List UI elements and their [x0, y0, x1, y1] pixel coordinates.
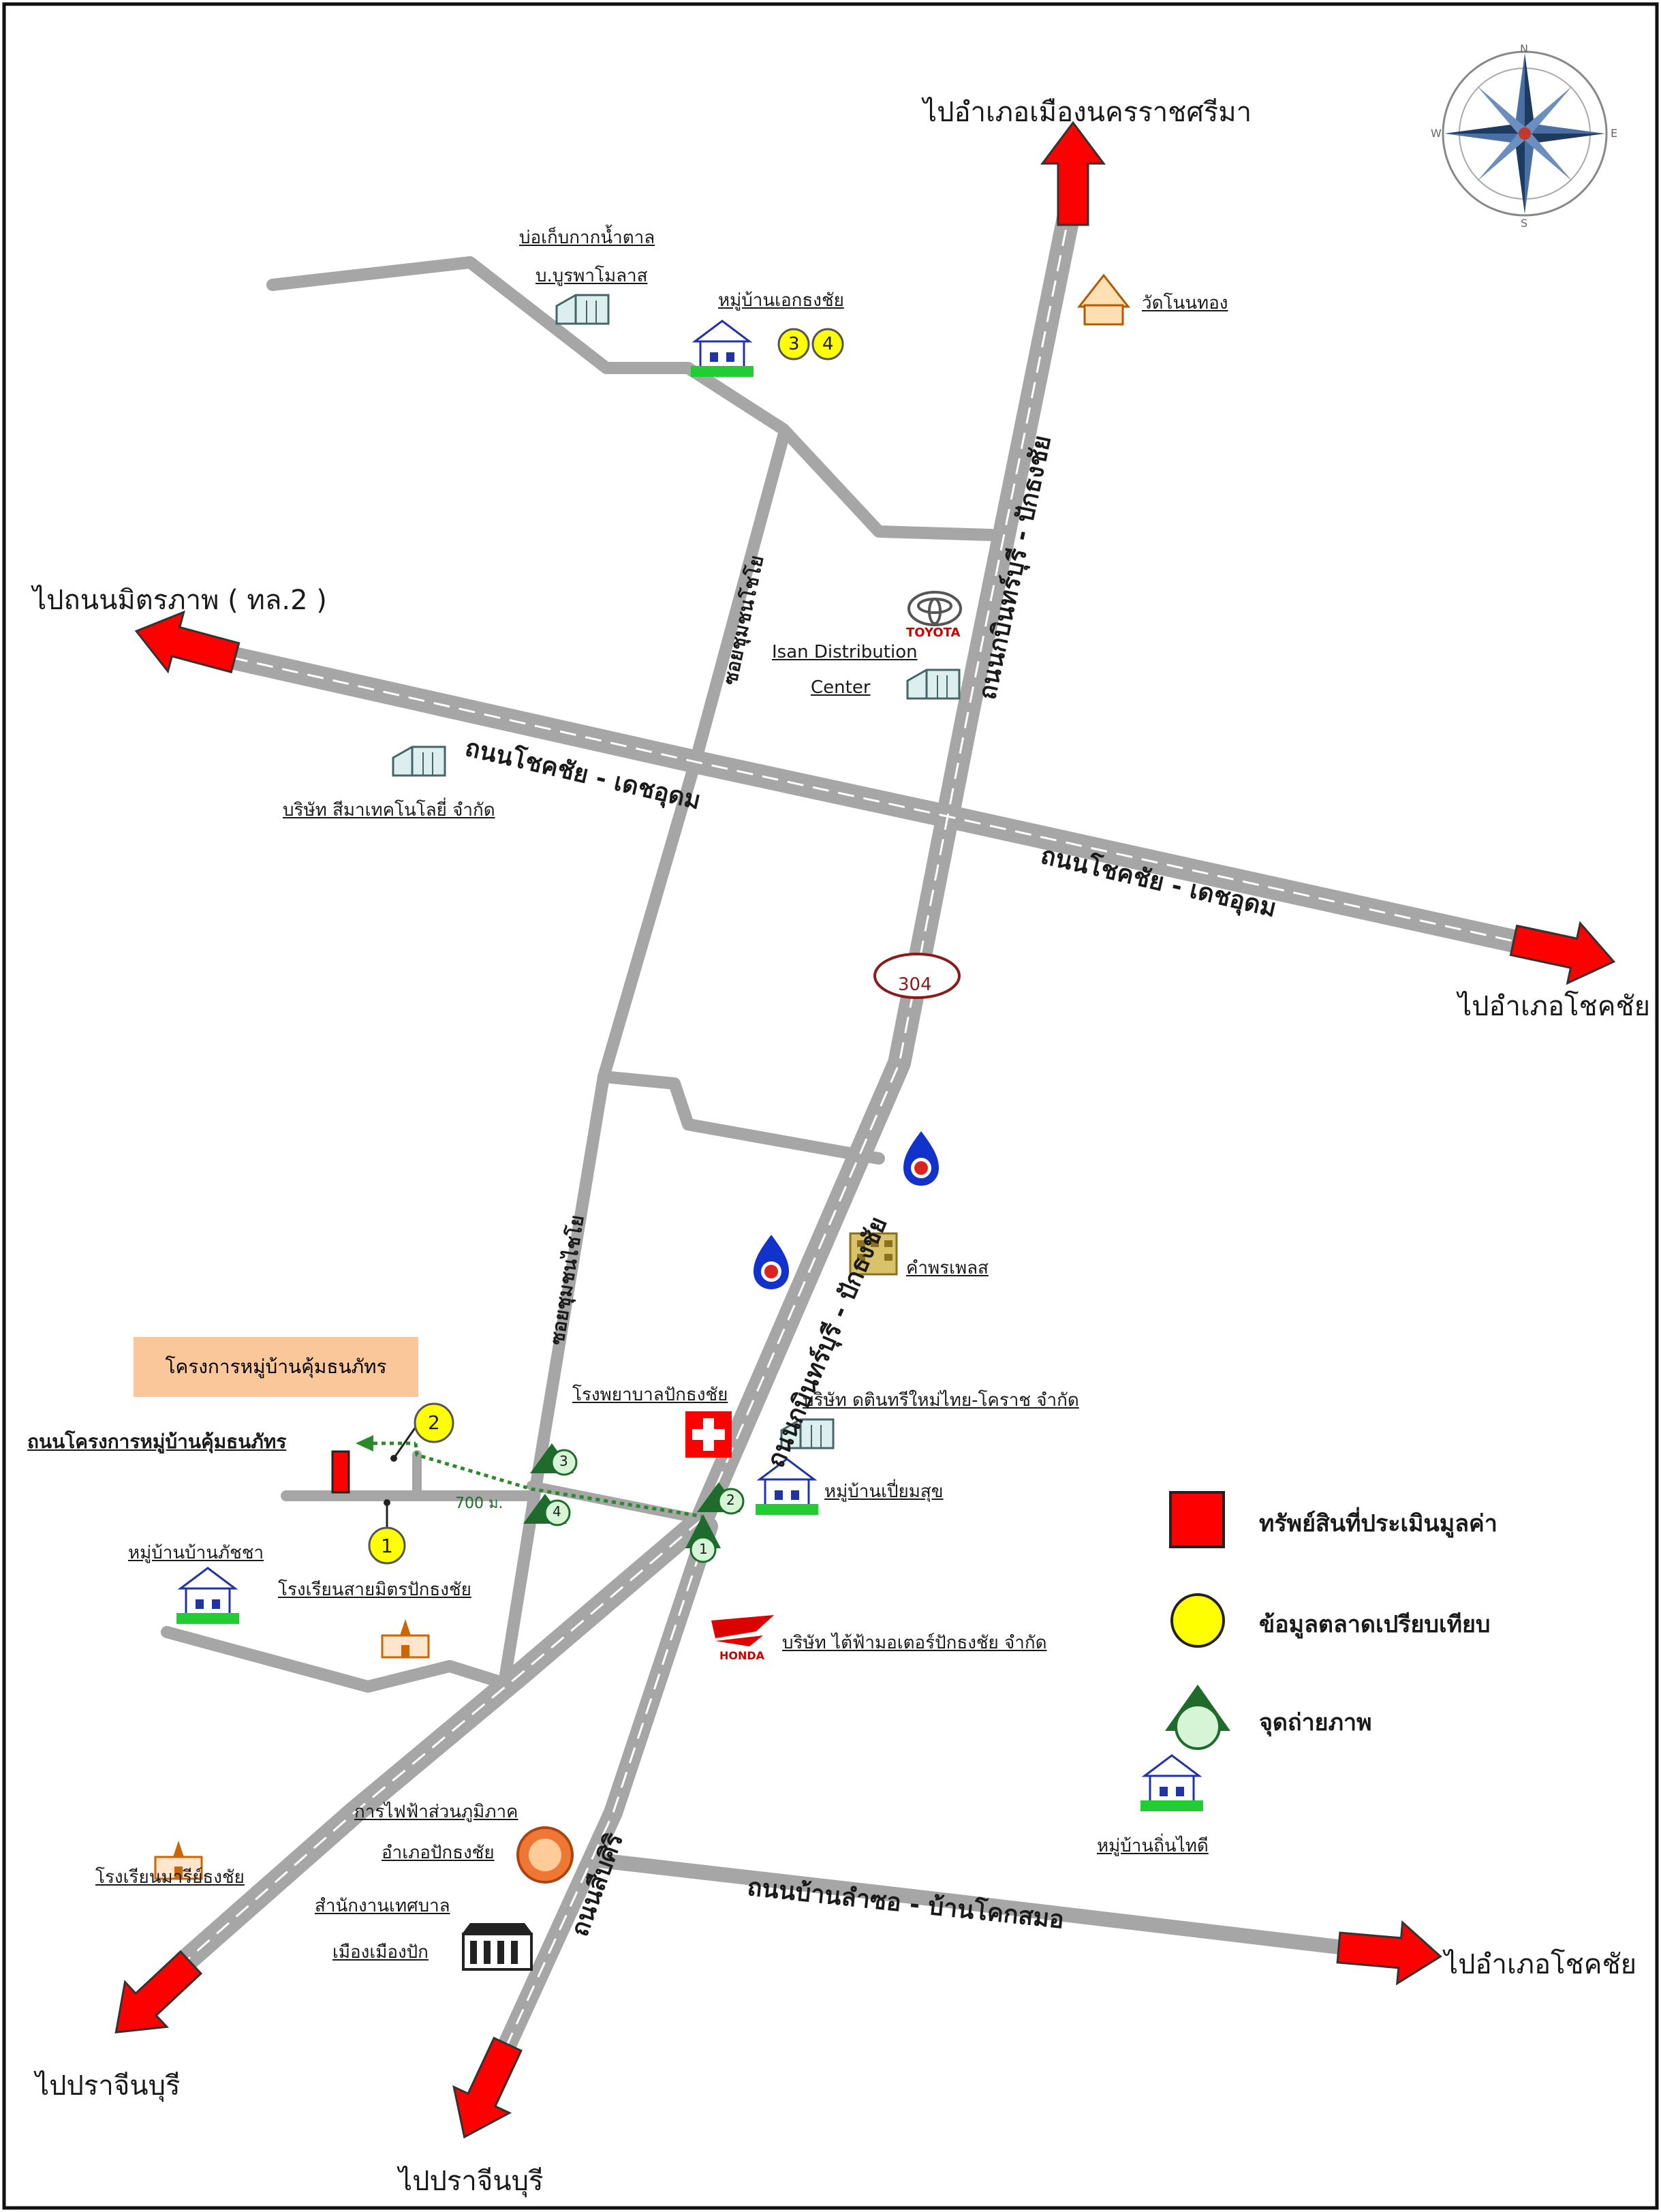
place-bo-kep-2: บ.บูรพาโมลาส: [535, 266, 648, 286]
house-icon: [1139, 1754, 1205, 1813]
marker-1-label: 1: [381, 1535, 393, 1557]
house-icon: [689, 320, 755, 378]
photo-point-3: [530, 1443, 578, 1476]
photo-2-label: 2: [726, 1492, 735, 1508]
legend-market-swatch: [1170, 1593, 1225, 1648]
destination-mittraphap: ไปถนนมิตรภาพ ( ทล.2 ): [33, 585, 327, 616]
road-kabin-pak-thong-chai: [690, 193, 1083, 1531]
place-pea-2: อำเภอปักธงชัย: [382, 1843, 495, 1863]
honda-label: HONDA: [719, 1649, 765, 1662]
place-ban-thin: หมู่บ้านถิ่นไทดี: [1097, 1836, 1209, 1856]
house-icon: [175, 1567, 240, 1625]
place-muni-2: เมืองเมืองปัก: [332, 1942, 429, 1963]
market-marker-3: [777, 328, 810, 360]
place-sima-tech: บริษัท สีมาเทคโนโลยี่ จำกัด: [283, 800, 495, 820]
road-to-phatcha: [161, 1626, 510, 1693]
legend-property: ทรัพย์สินที่ประเมินมูลค่า: [1259, 1510, 1497, 1537]
compass-w: W: [1431, 127, 1442, 140]
legend-photo-swatch: [1165, 1685, 1230, 1750]
municipal-building-icon: [462, 1923, 533, 1971]
hospital-icon: [685, 1411, 732, 1458]
place-kham-phon: คำพรเพลส: [906, 1258, 989, 1278]
arrow-se: [1335, 1916, 1444, 1988]
arrow-east: [1506, 909, 1621, 993]
factory-icon: [392, 746, 446, 777]
destination-chok-chai-south: ไปอำเภอโชคชัย: [1444, 1949, 1637, 1980]
project-box: โครงการหมู่บ้านคุ้มธนภัทร: [134, 1337, 418, 1397]
route-shield: [873, 953, 961, 999]
compass-n: N: [1520, 42, 1528, 55]
place-ban-pheam: หมู่บ้านเปี่ยมสุข: [824, 1481, 944, 1502]
market-marker-1: [368, 1526, 406, 1565]
marker-2-label: 2: [428, 1411, 440, 1434]
legend-property-swatch: [1169, 1491, 1225, 1548]
market-marker-2: [414, 1402, 454, 1443]
destination-prachinburi-s: ไปปราจีนบุรี: [399, 2166, 544, 2197]
road-ban-lam-so: [592, 1853, 1363, 1956]
place-school-sai: โรงเรียนสายมิตรปักธงชัย: [278, 1580, 471, 1600]
place-bo-kep: บ่อเก็บกากน้ำตาล: [519, 228, 655, 248]
route-number: 304: [898, 974, 932, 995]
temple-icon: [1076, 273, 1131, 326]
pea-seal-icon: [516, 1826, 574, 1884]
toyota-logo-icon: [907, 591, 962, 626]
arrow-south: [435, 2030, 537, 2151]
distance-label: 700 ม.: [455, 1495, 503, 1512]
photo-point-4: [523, 1494, 571, 1526]
place-pea-1: การไฟฟ้าส่วนภูมิภาค: [354, 1802, 518, 1822]
market-marker-4: [811, 328, 844, 360]
destination-prachinburi-sw: ไปปราจีนบุรี: [35, 2070, 181, 2102]
school-icon: [381, 1618, 430, 1659]
photo-3-label: 3: [559, 1453, 568, 1469]
legend-photo: จุดถ่ายภาพ: [1259, 1709, 1372, 1736]
destination-nakhon-ratchasima: ไปอำเภอเมืองนครราชศรีมา: [923, 97, 1252, 128]
factory-icon: [555, 294, 610, 325]
fuel-icon: [903, 1131, 939, 1186]
building-icon: [849, 1232, 898, 1276]
compass-e: E: [1611, 127, 1618, 140]
place-datin: บริษัท ดตินทรีใหม่ไทย-โคราช จำกัด: [803, 1390, 1079, 1411]
place-muni-1: สำนักงานเทศบาล: [315, 1896, 450, 1916]
fuel-icon: [754, 1235, 789, 1289]
factory-icon: [906, 669, 961, 700]
compass-s: S: [1521, 217, 1528, 230]
photo-4-label: 4: [553, 1503, 561, 1520]
road-connector: [597, 1071, 885, 1165]
road-north: [266, 256, 997, 541]
road-network: [161, 193, 1538, 2061]
place-wat: วัดโนนทอง: [1142, 293, 1228, 313]
destination-chok-chai-east: ไปอำเภอโชคชัย: [1458, 991, 1651, 1022]
honda-logo-icon: [711, 1615, 774, 1646]
photo-point-1: [685, 1514, 721, 1563]
road-label-project: ถนนโครงการหมู่บ้านคุ้มธนภัทร: [27, 1430, 287, 1453]
road-side-east: [527, 1481, 707, 1524]
marker-3-label: 3: [788, 334, 800, 354]
place-ban-ekthongchai: หมู่บ้านเอกธงชัย: [718, 290, 844, 311]
place-honda-shop: บริษัท ไต้ฟ้ามอเตอร์ปักธงชัย จำกัด: [782, 1633, 1047, 1653]
marker-4-label: 4: [822, 334, 834, 354]
compass-icon: [1442, 50, 1608, 217]
arrow-north: [1041, 121, 1105, 226]
place-isan-1: Isan Distribution: [772, 642, 918, 662]
subject-property-marker: [331, 1450, 350, 1494]
place-school-mari: โรงเรียนมารีย์ธงชัย: [95, 1867, 245, 1888]
place-hospital: โรงพยาบาลปักธงชัย: [572, 1385, 728, 1405]
photo-point-2: [697, 1482, 745, 1515]
photo-1-label: 1: [699, 1541, 708, 1557]
place-isan-2: Center: [811, 677, 871, 698]
legend-market: ข้อมูลตลาดเปรียบเทียบ: [1259, 1611, 1491, 1638]
toyota-label: TOYOTA: [906, 626, 961, 640]
place-ban-phatcha: หมู่บ้านบ้านภัชชา: [128, 1543, 264, 1563]
